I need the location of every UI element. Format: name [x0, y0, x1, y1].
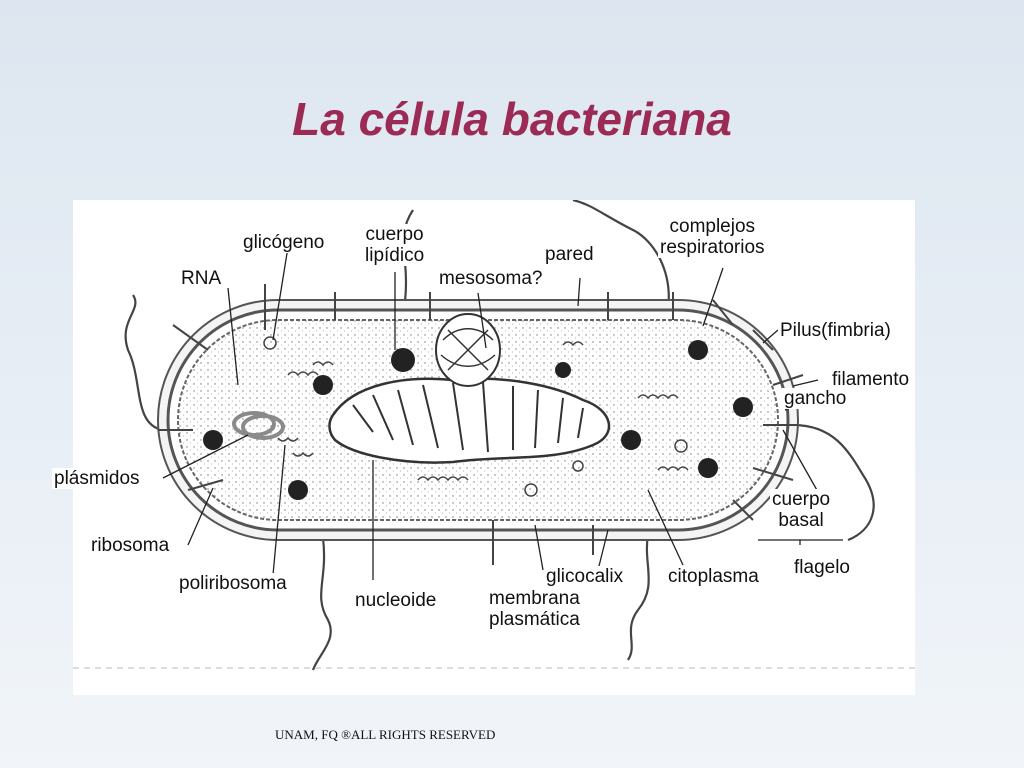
flagellum-right [792, 423, 875, 542]
cell-illustration [73, 200, 915, 671]
label-ribosoma: ribosoma [89, 535, 172, 556]
polyribosome [637, 394, 679, 400]
label-citoplasma: citoplasma [666, 566, 761, 587]
label-flagelo: flagelo [792, 557, 852, 578]
glycogen-granule [263, 336, 277, 350]
lipid-body [733, 397, 753, 417]
flagellum-left [124, 294, 164, 432]
bacterial-cell-diagram: glicógeno cuerpo lipídico pared complejo… [52, 200, 915, 695]
glycogen-granule [674, 439, 688, 453]
lipid-body [313, 375, 333, 395]
polyribosome [277, 436, 314, 457]
nucleoid-folds [352, 381, 584, 453]
label-glicocalix: glicocalix [544, 566, 626, 587]
glycogen-granule [572, 460, 584, 472]
label-plasmidos: plásmidos [52, 468, 142, 489]
label-gancho: gancho [782, 388, 849, 409]
lipid-body [391, 348, 415, 372]
polyribosome [417, 476, 469, 482]
lipid-body [555, 362, 571, 378]
lipid-body [288, 480, 308, 500]
pili [158, 284, 804, 565]
lipid-body [688, 340, 708, 360]
label-rna: RNA [179, 268, 224, 289]
label-nucleoide: nucleoide [353, 590, 439, 611]
flagellum-bottom-left [311, 537, 332, 671]
polyribosome [287, 361, 334, 377]
label-pilus: Pilus(fimbria) [778, 320, 893, 341]
label-poliribosoma: poliribosoma [177, 573, 289, 594]
polyribosome [562, 341, 584, 347]
label-cuerpo-lipidico: cuerpo lipídico [363, 224, 427, 266]
slide-title: La célula bacteriana [292, 93, 732, 145]
copyright-footer: UNAM, FQ ®ALL RIGHTS RESERVED [275, 727, 496, 742]
flagellum-bottom-right [627, 534, 650, 661]
label-glicogeno: glicógeno [241, 232, 327, 253]
polyribosome [657, 466, 689, 472]
plasmid-ring [241, 414, 285, 440]
label-complejos-respiratorios: complejos respiratorios [658, 216, 767, 258]
lipid-body [698, 458, 718, 478]
flagellum-top-right [572, 200, 670, 311]
label-membrana-plasmatica: membrana plasmática [487, 588, 582, 630]
label-pared: pared [543, 244, 596, 265]
lipid-body [203, 430, 223, 450]
glycogen-granule [524, 483, 538, 497]
label-filamento: filamento [830, 369, 912, 390]
label-cuerpo-basal: cuerpo basal [770, 489, 833, 531]
label-mesosoma: mesosoma? [437, 268, 545, 289]
lipid-body [621, 430, 641, 450]
